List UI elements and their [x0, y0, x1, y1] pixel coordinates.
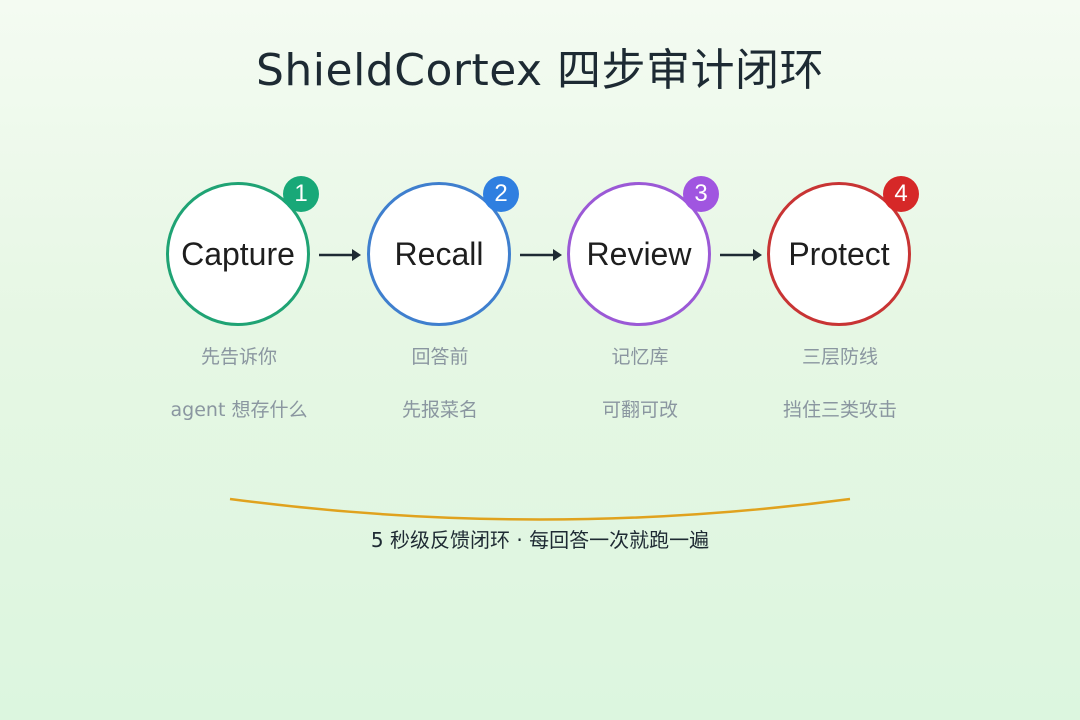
step-protect-caption-line1: 三层防线	[801, 346, 878, 368]
step-review-label: Review	[586, 235, 692, 272]
step-review-caption-line2: 可翻可改	[601, 399, 678, 421]
step-4-badge: 4	[883, 176, 919, 212]
step-capture-caption-line1: 先告诉你	[200, 346, 277, 368]
right-arrow-icon	[720, 249, 762, 261]
step-protect-caption-line2: 挡住三类攻击	[782, 399, 897, 421]
feedback-loop-arc	[229, 497, 851, 521]
step-3-badge: 3	[683, 176, 719, 212]
step-recall-circle: Recall	[367, 182, 511, 326]
right-arrow-icon	[319, 249, 361, 261]
right-arrow-icon	[520, 249, 562, 261]
step-recall-caption-line2: 先报菜名	[401, 399, 478, 421]
step-recall-label: Recall	[394, 235, 484, 272]
step-capture-circle: Capture	[166, 182, 310, 326]
footer-caption: 5 秒级反馈闭环 · 每回答一次就跑一遍	[370, 528, 710, 552]
step-recall-caption-line1: 回答前	[411, 346, 469, 368]
page-title: ShieldCortex 四步审计闭环	[255, 45, 825, 96]
step-2-badge: 2	[483, 176, 519, 212]
step-capture-caption-line2: agent 想存什么	[170, 399, 308, 421]
step-1-badge: 1	[283, 176, 319, 212]
step-protect-label: Protect	[788, 235, 890, 272]
step-capture-label: Capture	[181, 235, 295, 272]
step-review-caption-line1: 记忆库	[611, 346, 669, 368]
